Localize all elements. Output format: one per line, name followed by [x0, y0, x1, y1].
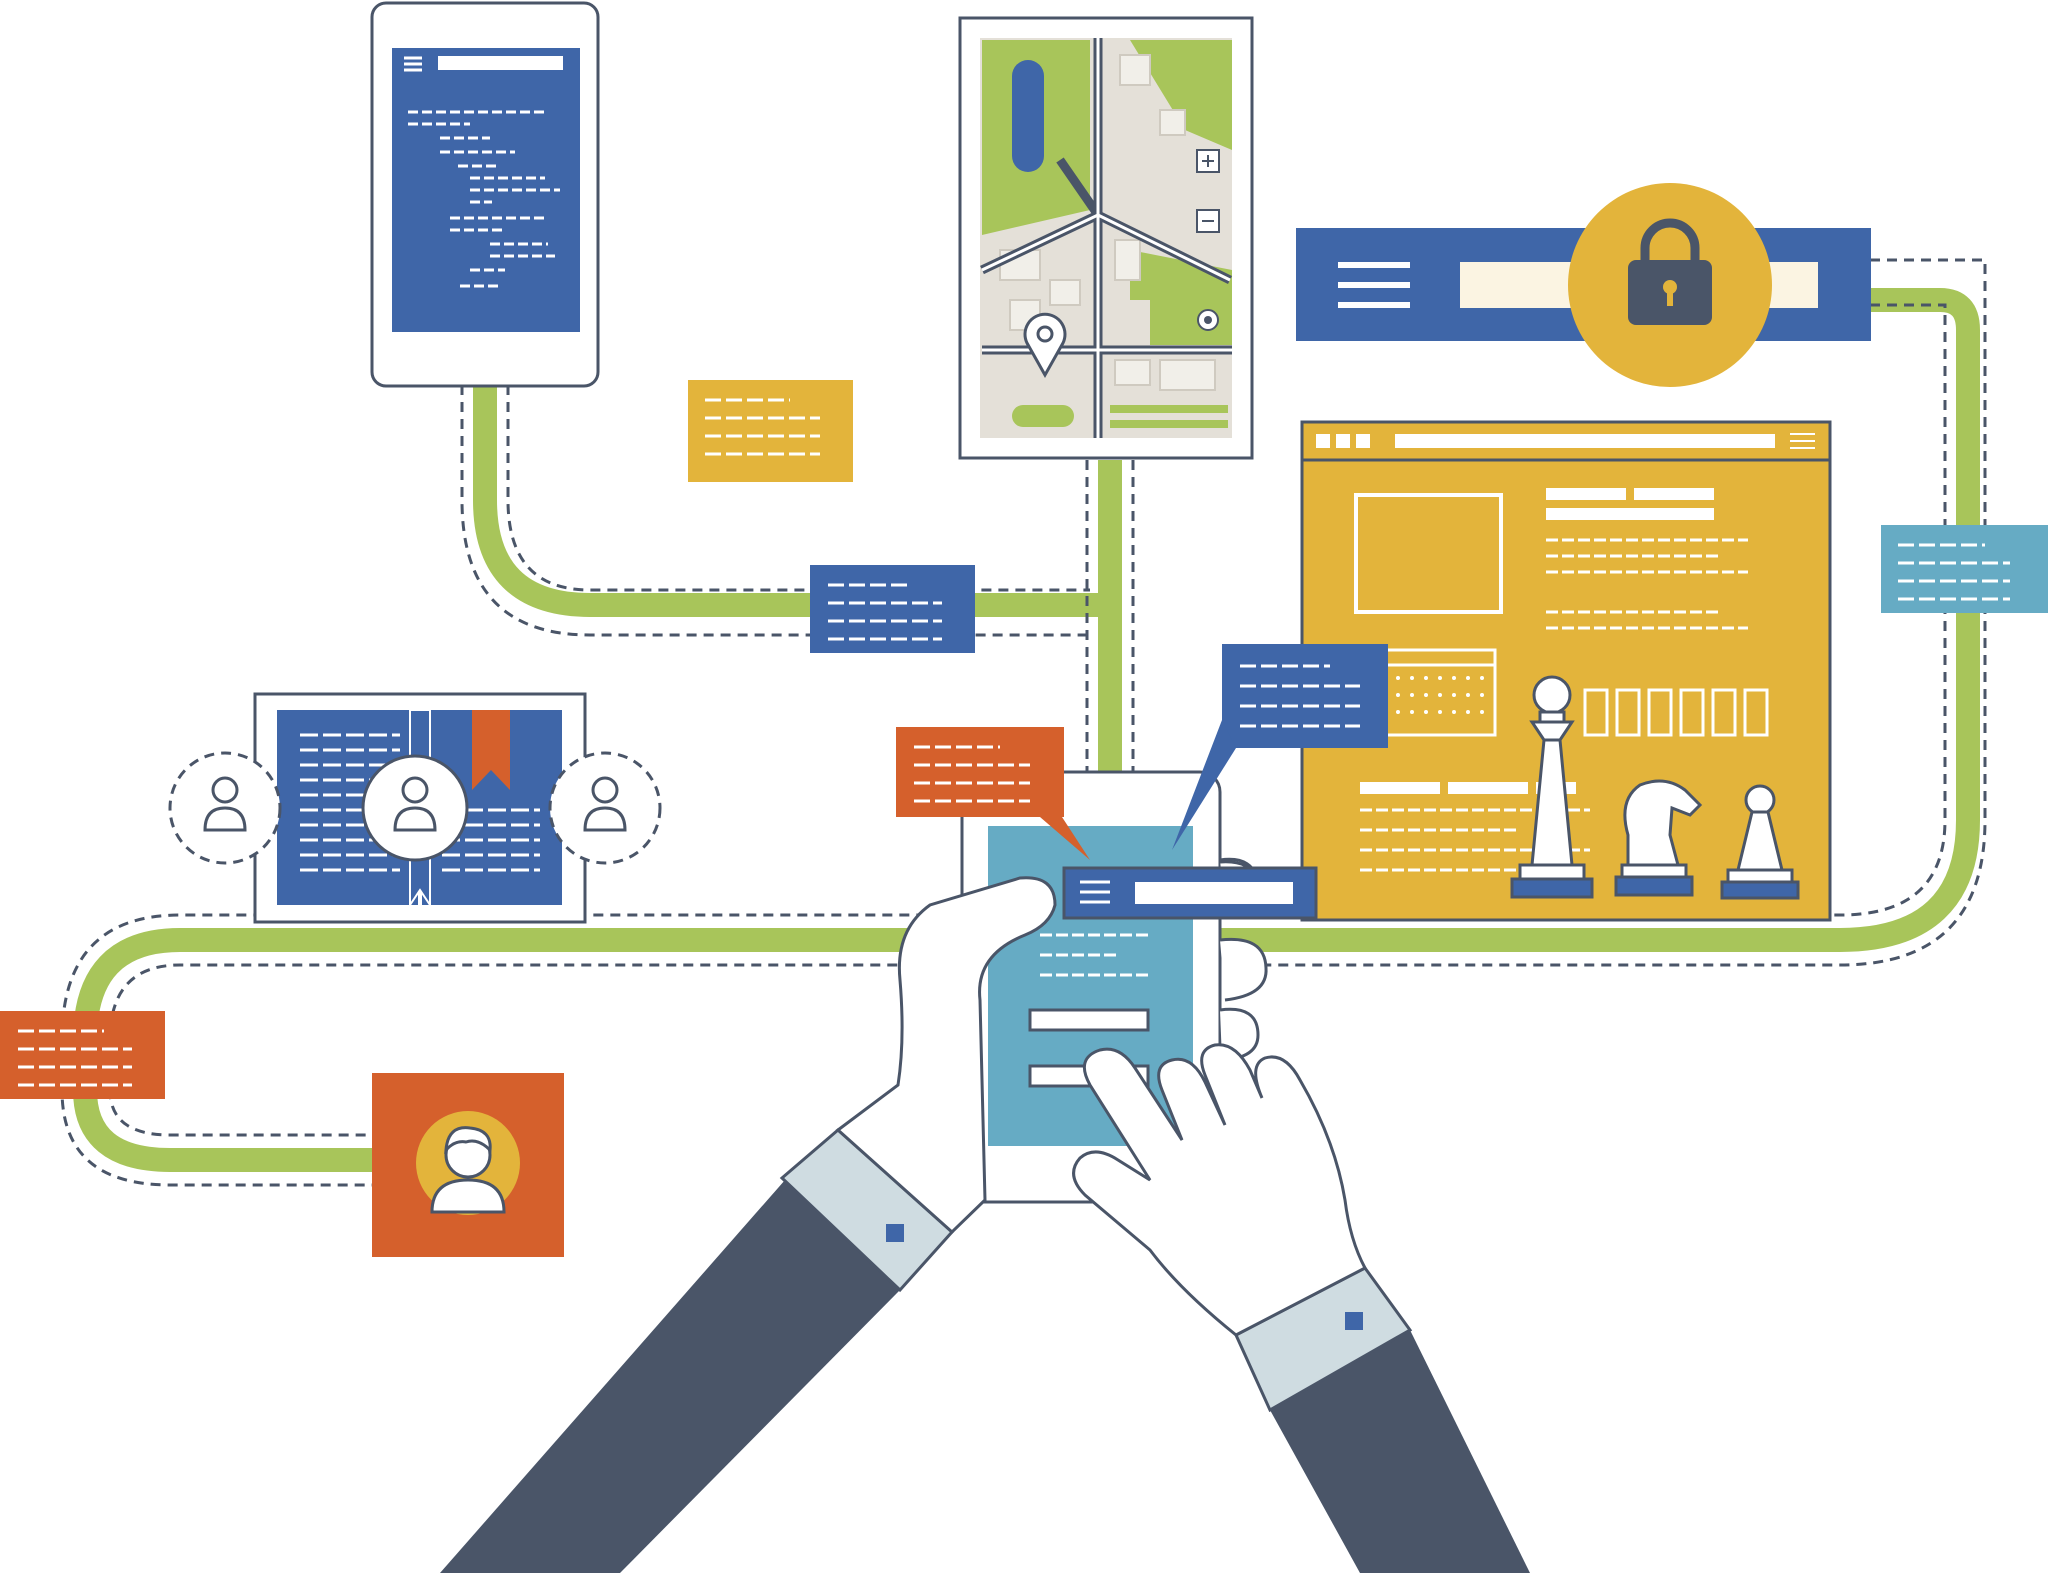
- zoom-out-icon[interactable]: [1196, 209, 1220, 233]
- dash-main-inner: [60, 303, 1947, 1187]
- right-hand: [1072, 1043, 1368, 1337]
- padlock-icon: [1628, 218, 1712, 325]
- locate-icon[interactable]: [1197, 309, 1219, 331]
- hamburger-icon: [1080, 880, 1110, 904]
- hamburger-icon: [1338, 262, 1410, 308]
- blue-speech-bubble: [1172, 644, 1388, 850]
- user-icon-right: [548, 751, 662, 865]
- image-placeholder: [1354, 493, 1503, 614]
- search-input[interactable]: [1135, 882, 1293, 904]
- map-pin-icon: [1023, 312, 1067, 379]
- track-main-loop: [73, 288, 1980, 1172]
- orange-speech-bubble: [896, 727, 1090, 860]
- blue-message-card: [810, 565, 975, 653]
- profile-avatar-icon: [372, 1073, 564, 1257]
- track-phone-to-junction: [473, 385, 1100, 617]
- yellow-message-card: [688, 380, 853, 482]
- left-hand: [835, 876, 1057, 1235]
- box-row: [1583, 688, 1769, 737]
- orange-message-card-left: [0, 1011, 165, 1099]
- hands-holding-phone-icon: [440, 770, 1530, 1573]
- connector-paths: [60, 258, 1987, 1187]
- chess-pieces-icon: [1510, 675, 1800, 900]
- code-editor-phone-icon: [370, 1, 600, 388]
- lake: [1012, 60, 1044, 172]
- map-navigation-tablet-icon: [958, 16, 1254, 460]
- dash-phone-outer: [460, 385, 1090, 637]
- dash-phone-inner: [506, 385, 1090, 592]
- user-icon-left: [168, 751, 282, 865]
- user-icon-center: [361, 754, 469, 862]
- phone-search-bar: [1062, 866, 1318, 920]
- zoom-in-icon[interactable]: [1196, 149, 1220, 173]
- code-lines: [408, 110, 560, 288]
- dash-main-outer: [108, 258, 1987, 1137]
- bookmark-icon: [472, 710, 510, 790]
- right-sleeve: [1270, 1330, 1530, 1573]
- calendar-days: [1396, 676, 1484, 714]
- left-sleeve: [440, 1180, 900, 1573]
- hamburger-icon: [404, 56, 422, 72]
- teal-message-card: [1881, 525, 2048, 613]
- secure-login-bar: [1296, 183, 1871, 387]
